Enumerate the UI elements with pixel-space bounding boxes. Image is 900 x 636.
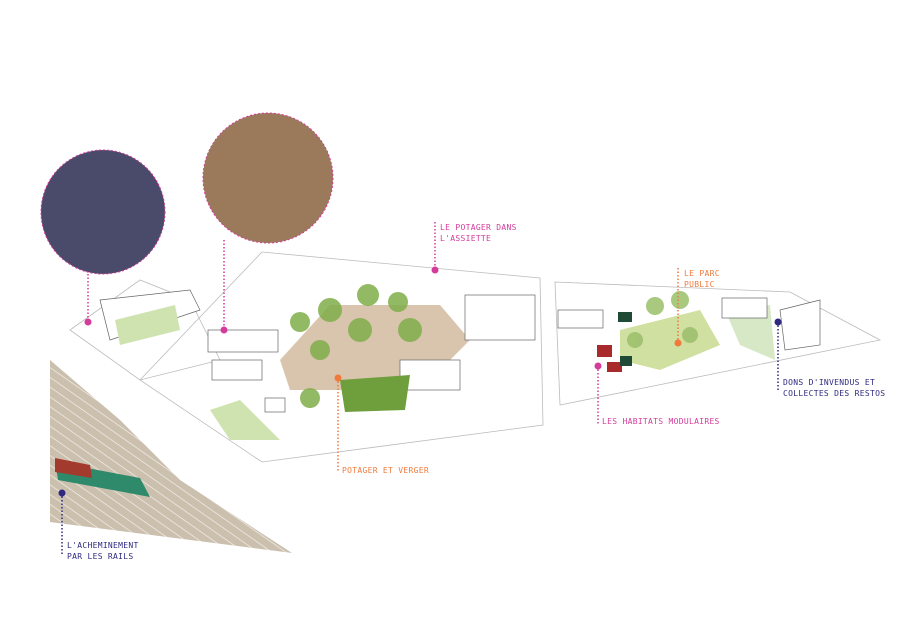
left-block — [69, 279, 221, 381]
label-parc-public: LE PARC PUBLIC — [684, 268, 720, 290]
label-dons: DONS D'INVENDUS ET COLLECTES DES RESTOS — [783, 377, 885, 399]
label-line: L'ACHEMINEMENT — [67, 541, 139, 550]
right-block — [554, 281, 882, 406]
train — [55, 458, 150, 497]
middle-block — [139, 251, 544, 463]
rail-yard — [50, 360, 292, 553]
label-line: COLLECTES DES RESTOS — [783, 389, 886, 398]
label-line: LES HABITATS MODULAIRES — [602, 417, 720, 426]
label-line: POTAGER ET VERGER — [342, 466, 429, 475]
label-line: PUBLIC — [684, 280, 715, 289]
courtyard-photo-bubble — [40, 149, 166, 275]
label-line: DONS D'INVENDUS ET — [783, 378, 876, 387]
trees — [290, 284, 422, 408]
label-line: LE PARC — [684, 269, 720, 278]
label-rails: L'ACHEMINEMENT PAR LES RAILS — [67, 540, 139, 562]
label-potager-verger: POTAGER ET VERGER — [342, 465, 429, 476]
label-line: L'ASSIETTE — [440, 234, 492, 243]
label-line: LE POTAGER DANS — [440, 223, 517, 232]
restaurant-photo-bubble — [202, 112, 334, 244]
modular-houses — [597, 312, 632, 372]
label-potager-assiette: LE POTAGER DANS L'ASSIETTE — [440, 222, 517, 244]
label-line: PAR LES RAILS — [67, 552, 134, 561]
marker-dots — [58, 266, 782, 497]
label-habitats: LES HABITATS MODULAIRES — [602, 416, 720, 427]
